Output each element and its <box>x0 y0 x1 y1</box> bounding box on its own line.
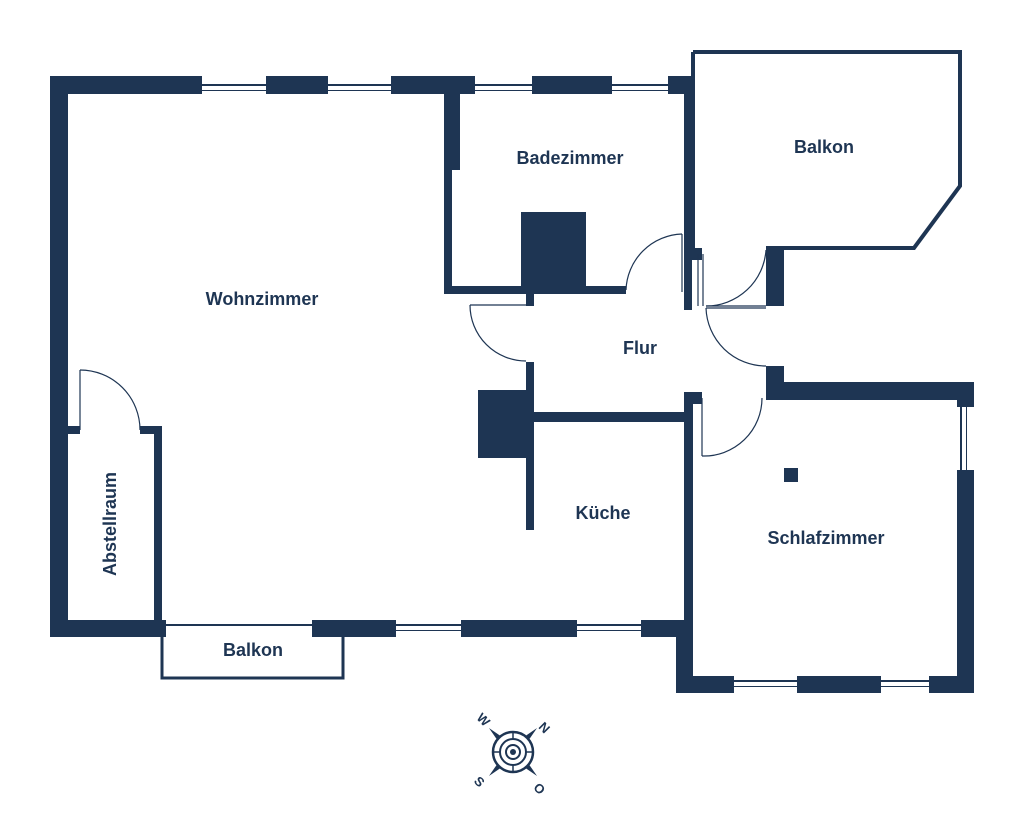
wall-top-segment <box>266 76 328 94</box>
wall-storage-top-right <box>140 426 162 434</box>
window-bedroom-bottom <box>734 686 797 687</box>
compass-ring-inner <box>505 744 521 760</box>
wall-bath-bottom <box>444 286 626 294</box>
window-bottom <box>577 630 641 631</box>
compass-label-west: W <box>474 710 494 730</box>
room-label-balkon-top: Balkon <box>794 137 854 157</box>
window-bedroom-right <box>966 407 967 470</box>
room-label-badezimmer: Badezimmer <box>516 148 623 168</box>
compass-rose: N W S O <box>471 710 553 798</box>
wall-left-outer <box>50 76 68 637</box>
wall-storage-right <box>154 426 162 626</box>
door-arc <box>79 369 141 431</box>
balcony-top-outline <box>693 50 962 250</box>
wall-bedroom-top <box>766 382 974 400</box>
room-label-balkon-bottom: Balkon <box>223 640 283 660</box>
room-label-abstellraum: Abstellraum <box>100 472 120 576</box>
wall-bedroom-top-left <box>766 366 784 400</box>
window-top <box>612 90 668 91</box>
room-label-wohnzimmer: Wohnzimmer <box>206 289 319 309</box>
wall-top-segment <box>50 76 202 94</box>
window-bedroom-bottom <box>881 686 929 687</box>
wall-bedroom-bottom <box>676 676 734 693</box>
wall-bath-left-thick <box>444 94 460 170</box>
wall-bedroom-right-top <box>957 382 974 407</box>
wall-bedroom-bottom <box>929 676 974 693</box>
compass-label-south: S <box>471 773 488 790</box>
wall-top-segment <box>668 76 692 94</box>
window-bottom <box>396 624 461 626</box>
window-bottom <box>396 630 461 631</box>
door-arc <box>701 397 763 457</box>
balcony-door-line <box>166 624 312 626</box>
wall-bedroom-left <box>676 620 693 693</box>
wall-corridor-left <box>526 362 534 530</box>
room-label-schlafzimmer: Schlafzimmer <box>767 528 884 548</box>
wall-balcony-jamb <box>766 248 784 306</box>
wall-bedroom-right <box>957 470 974 693</box>
window-top <box>612 84 668 86</box>
wall-kitchen-right-cap <box>684 392 702 404</box>
shower-block <box>521 212 586 286</box>
wall-bottom-segment <box>50 620 166 637</box>
window-top <box>202 84 266 86</box>
window-top <box>328 90 391 91</box>
window-top <box>475 84 532 86</box>
wall-bedroom-bottom <box>797 676 881 693</box>
wall-balcony-jamb-small <box>692 248 702 260</box>
room-label-kueche: Küche <box>575 503 630 523</box>
wall-bottom-segment <box>312 620 396 637</box>
wall-kitchen-right <box>684 392 693 638</box>
door-arc <box>469 304 527 362</box>
window-top <box>202 90 266 91</box>
wall-top-segment <box>532 76 612 94</box>
wall-bottom-segment <box>461 620 577 637</box>
window-bottom <box>577 624 641 626</box>
chimney-block <box>478 390 526 458</box>
wall-corridor-left <box>526 294 534 306</box>
compass-center <box>510 749 516 755</box>
window-bedroom-right <box>960 407 962 470</box>
balcony-bottom-outline <box>160 626 345 680</box>
window-top <box>328 84 391 86</box>
window-bedroom-bottom <box>881 680 929 682</box>
wall-bath-left <box>444 76 452 294</box>
door-arc <box>625 233 683 291</box>
door-arc <box>705 249 767 307</box>
wall-bath-right <box>684 94 692 310</box>
compass-label-east: O <box>530 780 548 798</box>
compass-label-north: N <box>536 719 553 736</box>
room-label-flur: Flur <box>623 338 657 358</box>
window-top <box>475 90 532 91</box>
door-arc <box>705 307 767 367</box>
window-bedroom-bottom <box>734 680 797 682</box>
wall-top-segment <box>391 76 475 94</box>
wall-kitchen-top <box>526 412 692 422</box>
bedroom-column <box>784 468 798 482</box>
wall-storage-top-left <box>68 426 80 434</box>
walls <box>50 76 974 693</box>
door-swings <box>79 233 767 457</box>
